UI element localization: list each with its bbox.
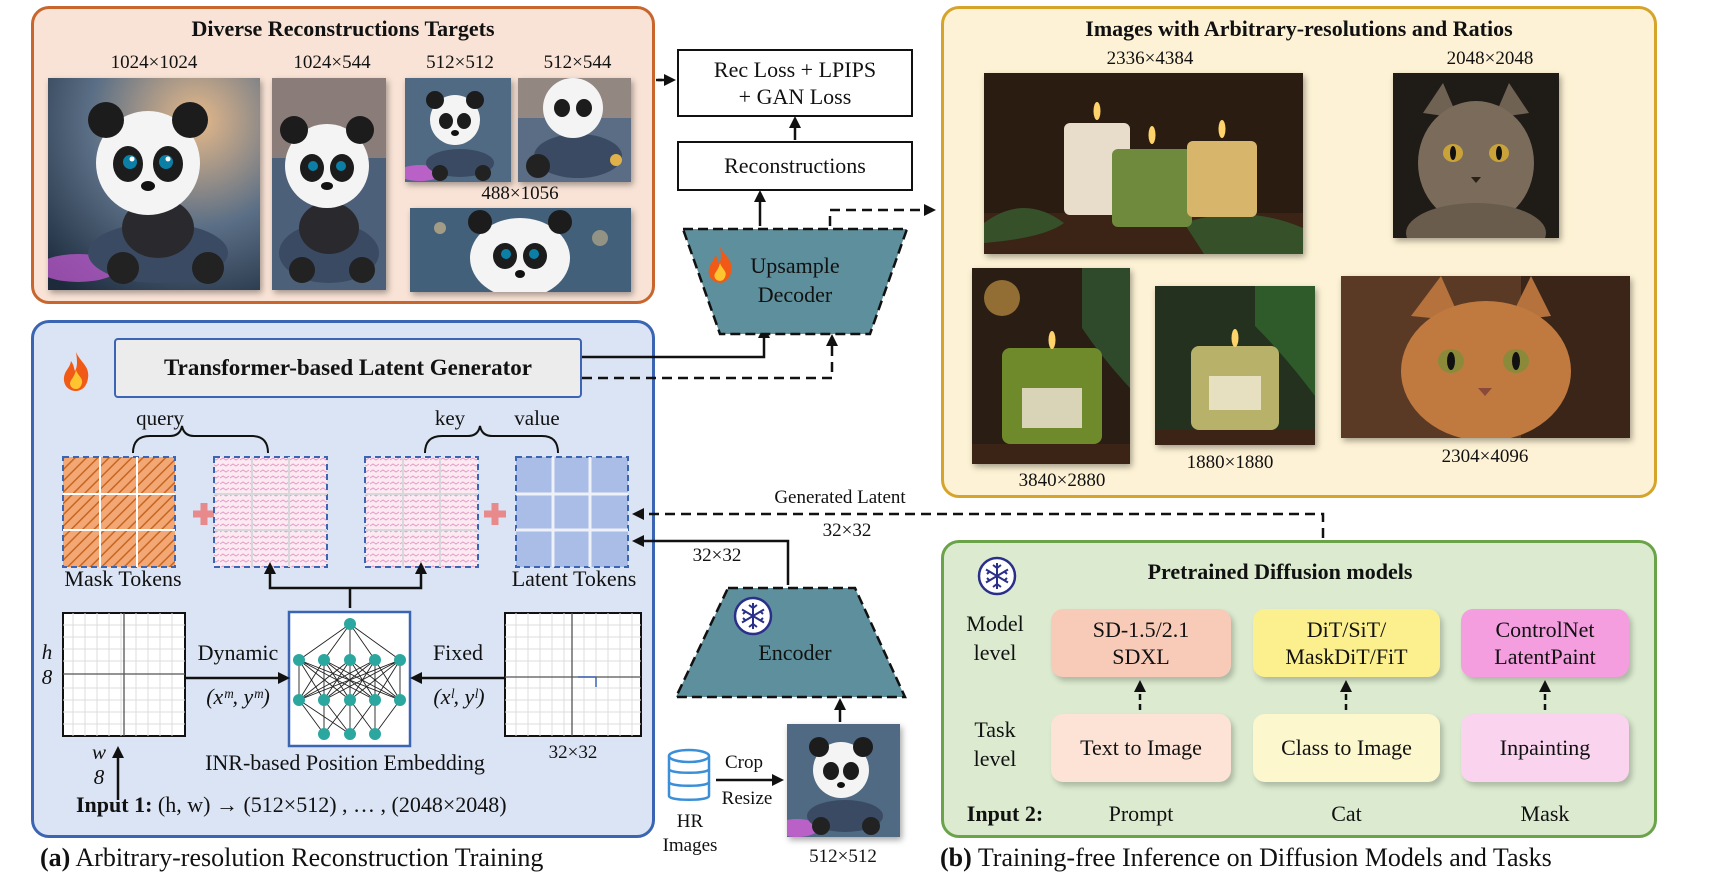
panda-image-488x1056 <box>410 208 631 292</box>
input-panda-image <box>787 724 900 837</box>
h-over-8-label: h 8 <box>41 640 53 690</box>
encoder-snowflake-icon <box>733 596 773 636</box>
inr-mlp-network <box>287 610 412 748</box>
crop-label: Crop <box>725 752 763 773</box>
panda-image-1024x544 <box>272 78 386 290</box>
output-size-label: 2304×4096 <box>1441 446 1529 467</box>
reconstructions-text: Reconstructions <box>724 153 866 179</box>
model-level-label: Model level <box>966 611 1024 665</box>
input-size-label: 512×512 <box>809 846 877 867</box>
arbitrary-resolution-title: Images with Arbitrary-resolutions and Ra… <box>1085 16 1513 41</box>
output-size-label: 2336×4384 <box>1106 48 1194 69</box>
fixed-grid-size-label: 32×32 <box>548 742 598 763</box>
encoder-shape <box>674 586 907 699</box>
input1-text: (h, w) → (512×512) , … , (2048×2048) <box>157 792 507 817</box>
output-size-label: 1880×1880 <box>1186 452 1274 473</box>
model-pill-dit: DiT/SiT/ MaskDiT/FiT <box>1253 609 1440 677</box>
latent-tokens-label: Latent Tokens <box>511 566 637 591</box>
fixed-label: Fixed <box>432 640 484 665</box>
model-dit-text: DiT/SiT/ MaskDiT/FiT <box>1285 616 1408 670</box>
input2-label: Input 2: <box>966 801 1044 826</box>
token-grids <box>62 425 642 800</box>
cat-image-2048x2048 <box>1393 73 1559 238</box>
key-label: key <box>434 406 466 430</box>
loss-box: Rec Loss + LPIPS + GAN Loss <box>677 49 913 117</box>
database-icon <box>666 748 712 804</box>
candle-image-1880x1880 <box>1155 286 1315 445</box>
decoder-label: Upsample Decoder <box>750 253 840 307</box>
target-size-label: 512×544 <box>543 52 612 73</box>
resize-label: Resize <box>721 788 773 809</box>
caption-a-text: Arbitrary-resolution Reconstruction Trai… <box>75 843 544 872</box>
task-text-to-image: Text to Image <box>1080 735 1202 761</box>
target-size-label: 512×512 <box>426 52 494 73</box>
output-size-label: 3840×2880 <box>1018 470 1106 491</box>
mask-tokens-label: Mask Tokens <box>64 566 182 591</box>
target-size-label: 1024×544 <box>293 52 371 73</box>
output-size-label: 2048×2048 <box>1446 48 1534 69</box>
key-position-grid <box>364 456 479 568</box>
w-over-8-label: w 8 <box>91 740 106 790</box>
task-level-label: Task level <box>973 717 1017 771</box>
panda-image-1024x1024 <box>48 78 260 290</box>
model-pill-controlnet: ControlNet LatentPaint <box>1461 609 1629 677</box>
hr-images-label: HR Images <box>662 811 718 856</box>
fire-icon <box>60 350 92 392</box>
cat-image-2304x4096 <box>1341 276 1630 438</box>
inr-position-embedding-label: INR-based Position Embedding <box>205 750 485 775</box>
candle-image-3840x2880 <box>972 268 1130 464</box>
generator-panel <box>31 320 655 838</box>
caption-b-text: Training-free Inference on Diffusion Mod… <box>977 843 1552 872</box>
upsample-decoder-shape <box>681 227 909 336</box>
model-controlnet-text: ControlNet LatentPaint <box>1494 616 1596 670</box>
diffusion-snowflake-icon <box>977 556 1017 596</box>
encoder-size-right: 32×32 <box>822 520 872 541</box>
task-pill-class-to-image: Class to Image <box>1253 714 1440 782</box>
input-prompt-label: Prompt <box>1108 801 1174 826</box>
target-size-label: 1024×1024 <box>110 52 198 73</box>
encoder-size-left: 32×32 <box>692 545 742 566</box>
input-cat-label: Cat <box>1331 801 1362 826</box>
input1-row: Input 1: (h, w) → (512×512) , … , (2048×… <box>76 792 636 818</box>
dynamic-label: Dynamic <box>197 640 279 665</box>
dynamic-coords-label: (xᵐ, yᵐ) <box>206 684 270 709</box>
reconstructions-box: Reconstructions <box>677 141 913 191</box>
generator-title: Transformer-based Latent Generator <box>164 354 532 380</box>
loss-text: Rec Loss + LPIPS + GAN Loss <box>713 56 877 110</box>
targets-title: Diverse Reconstructions Targets <box>191 16 495 41</box>
transformer-latent-generator-box: Transformer-based Latent Generator <box>114 338 582 398</box>
task-pill-text-to-image: Text to Image <box>1051 714 1231 782</box>
mask-tokens-grid <box>62 456 176 568</box>
input1-label: Input 1: <box>76 792 153 817</box>
task-inpainting: Inpainting <box>1499 735 1591 761</box>
generated-latent-label: Generated Latent <box>774 487 906 508</box>
panda-image-512x512 <box>405 78 511 182</box>
model-sd-text: SD-1.5/2.1 SDXL <box>1092 616 1190 670</box>
candles-image-2336x4384 <box>984 73 1303 254</box>
input-mask-label: Mask <box>1520 801 1570 826</box>
caption-a: (a) Arbitrary-resolution Reconstruction … <box>40 843 660 873</box>
query-label: query <box>136 406 184 430</box>
model-pill-sd: SD-1.5/2.1 SDXL <box>1051 609 1231 677</box>
caption-b-letter: (b) <box>940 843 972 872</box>
panda-image-512x544 <box>518 78 631 182</box>
caption-a-letter: (a) <box>40 843 71 872</box>
diffusion-title: Pretrained Diffusion models <box>1147 559 1413 584</box>
task-class-to-image: Class to Image <box>1281 735 1412 761</box>
fixed-coords-label: (xˡ, yˡ) <box>433 684 485 709</box>
value-label: value <box>514 406 560 430</box>
target-size-label: 488×1056 <box>481 183 559 204</box>
task-pill-inpainting: Inpainting <box>1461 714 1629 782</box>
decoder-fire-icon <box>705 244 735 284</box>
query-position-grid <box>213 456 328 568</box>
latent-tokens-grid <box>515 456 629 568</box>
diffusion-panel <box>941 540 1657 838</box>
caption-b: (b) Training-free Inference on Diffusion… <box>940 843 1680 873</box>
encoder-label: Encoder <box>758 640 832 665</box>
